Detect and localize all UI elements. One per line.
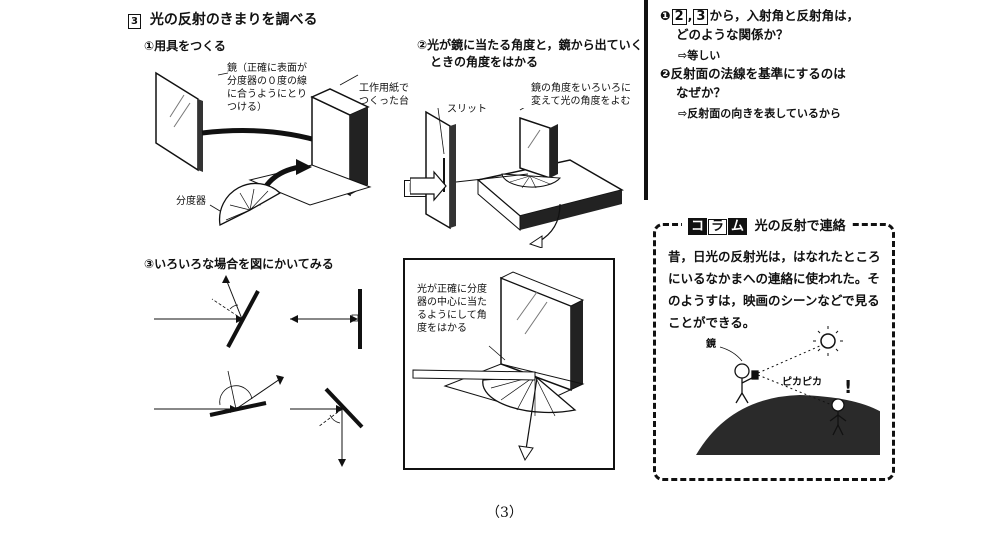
example-2 [290,289,362,349]
slit-label: スリット [447,104,487,115]
section-title: 光の反射のきまりを調べる [149,12,318,28]
page-number: （3） [486,505,523,521]
person-with-mirror-icon [734,363,759,404]
step2-diagram [410,108,624,248]
column-badge-1: コ [688,218,708,235]
person-receiving-icon [829,398,847,436]
column-badge-2: ラ [708,219,728,235]
example-4 [290,387,364,467]
protractor-label: 分度器 [176,196,206,207]
step2-title: ②光が鏡に当たる角度と，鏡から出ていく ときの角度をはかる [417,38,643,69]
hill [696,395,880,455]
column-mirror-label: 鏡 [706,339,716,350]
slit-board [425,110,451,230]
answer-2: ⇨反射面の向きを表しているから [678,107,841,120]
mirror-label: 鏡（正確に表面が 分度器の０度の線 に合うようにとり つける） [227,63,307,113]
light-ray [455,173,529,183]
example-1 [154,275,260,348]
step3-title: ③いろいろな場合を図にかいてみる [144,257,334,271]
assembly-arrow-1 [201,128,327,146]
stand-label: 工作用紙で つくった台 [359,83,409,107]
base-front [520,190,622,230]
sun-icon [820,333,836,349]
question-1-line2: どのような関係か？ [676,27,789,42]
step1-title: ①用具をつくる [144,39,226,53]
mirror-panel [155,71,199,172]
mirror-angle-note: 鏡の角度をいろいろに 変えて光の角度をよむ [531,83,631,107]
column-title: 光の反射で連絡 [754,219,846,234]
step1-diagram [155,71,372,226]
question-2-line2: なぜか？ [676,85,727,100]
column-badge-3: ム [728,218,748,235]
column-header: コラム 光の反射で連絡 [682,215,852,235]
column-text: 昔，日光の反射光は，はなれたところにいるなかまへの連絡に使われた。そのようすは，… [668,249,881,330]
flash-label: ピカピカ [782,377,822,388]
section-header: 3 光の反射のきまりを調べる [128,9,317,29]
answer-1: ⇨等しい [678,49,721,62]
column-illustration [696,326,880,455]
mirror-edge [198,99,203,172]
sunlight-arrow [410,170,447,202]
zoom-diagram [412,271,585,462]
section-number: 3 [128,14,141,29]
step2-mirror [519,116,551,180]
exclamation-mark: ! [844,377,853,398]
zoom-note: 光が正確に分度 器の中心に当た るようにして角 度をはかる [417,284,487,334]
question-2: ❷反射面の法線を基準にするのは [660,66,846,81]
stand-side [350,107,368,195]
step3-diagrams [154,275,364,467]
panel-divider [644,0,648,200]
example-3 [154,370,284,417]
